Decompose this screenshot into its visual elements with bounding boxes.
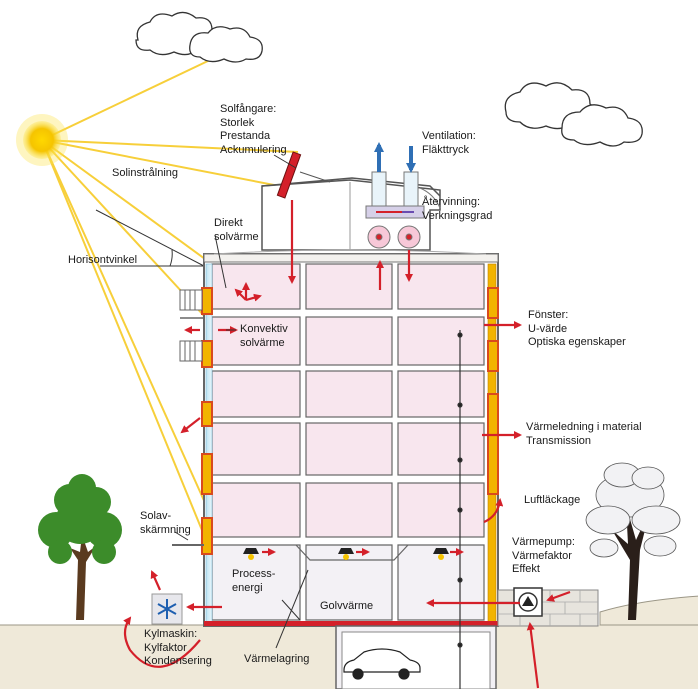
label-air-leakage: Luftläckage: [524, 494, 581, 506]
horizon-angle: [95, 209, 205, 267]
label-window: Fönster: U-värde Optiska egenskaper: [528, 309, 626, 348]
label-convective-solar-heat: Konvektiv solvärme: [240, 323, 288, 349]
ground-floor: [211, 544, 485, 621]
snowflake-icon: [151, 593, 183, 625]
leader-lines: [174, 154, 309, 649]
label-solar-shading: Solav- skärmning: [140, 510, 191, 536]
label-floor-heating: Golvvärme: [320, 600, 374, 612]
label-heat-storage: Värmelagring: [244, 653, 310, 665]
ventilation-ducts: [365, 142, 425, 219]
service-pipe: [457, 330, 463, 689]
ceiling-lamp-icon: [243, 548, 449, 560]
rooms: [211, 263, 485, 538]
balcony-icon: [179, 289, 203, 362]
sun-icon: [16, 114, 68, 166]
car-icon: [343, 648, 421, 680]
ground-slope: [599, 595, 698, 626]
window-frames-right: [487, 287, 499, 495]
label-direct-solar-heat: Direkt solvärme: [214, 217, 259, 243]
label-heat-conduction: Värmeledning i material Transmission: [526, 421, 642, 447]
cloud-icon: [504, 82, 643, 147]
window-frames-left: [201, 287, 213, 555]
label-cooling-machine: Kylmaskin: Kylfaktor Kondensering: [144, 628, 212, 667]
glass-facade: [205, 263, 213, 625]
solar-collector-icon: [276, 151, 331, 199]
cloud-icon: [135, 11, 263, 63]
fan-icon: [367, 225, 421, 249]
tree-icon: [38, 474, 122, 620]
label-solar-collector: Solfångare: Storlek Prestanda Ackumuleri…: [220, 103, 287, 156]
label-heat-recovery: Återvinning: Verkningsgrad: [422, 196, 493, 222]
label-process-energy: Process- energi: [232, 568, 276, 594]
label-horizon-angle: Horisontvinkel: [68, 254, 138, 266]
label-ventilation: Ventilation: Fläkttryck: [422, 130, 476, 156]
label-heat-pump: Värmepump: Värmefaktor Effekt: [512, 536, 575, 575]
floor-heating: [204, 621, 498, 626]
heat-flow-arrows: [123, 200, 571, 689]
snow-tree-icon: [585, 462, 681, 620]
label-solar-radiation: Solinstrålning: [112, 167, 179, 179]
roof-house: [261, 179, 441, 251]
